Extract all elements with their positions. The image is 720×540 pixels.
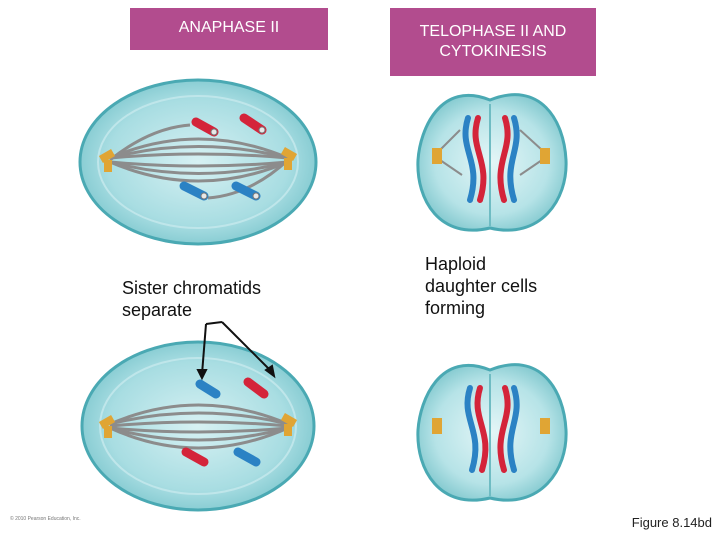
telophase-ii-title: TELOPHASE II AND CYTOKINESIS: [419, 23, 567, 60]
spindle-fibers: [439, 129, 543, 176]
centromere-markers: [200, 126, 266, 200]
haploid-daughter-cells-caption: Haploid daughter cells forming: [425, 254, 538, 318]
centrosome-icon: [432, 148, 550, 164]
chromosomes: [462, 115, 520, 203]
telophase-cell-bottom: [416, 363, 568, 502]
anaphase-cell-top: [78, 78, 318, 246]
centrosome-icon: [98, 147, 298, 172]
sister-chromatids-caption: Sister chromatids separate: [122, 278, 262, 320]
pointer-arrows: [196, 321, 276, 381]
anaphase-cell-bottom: [80, 340, 316, 512]
copyright-notice: © 2010 Pearson Education, Inc.: [10, 516, 81, 522]
telophase-cell-top: [416, 93, 568, 232]
centrosome-icon: [432, 418, 550, 434]
anaphase-ii-title: ANAPHASE II: [178, 19, 280, 36]
spindle-fibers: [109, 123, 290, 200]
centrosome-icon: [98, 413, 298, 438]
chromosomes: [464, 385, 520, 473]
spindle-fibers: [109, 403, 289, 450]
figure-label: Figure 8.14bd: [631, 515, 712, 530]
anaphase-ii-banner: ANAPHASE II: [130, 8, 328, 50]
telophase-ii-banner: TELOPHASE II AND CYTOKINESIS: [390, 8, 596, 76]
chromosomes: [181, 377, 269, 467]
